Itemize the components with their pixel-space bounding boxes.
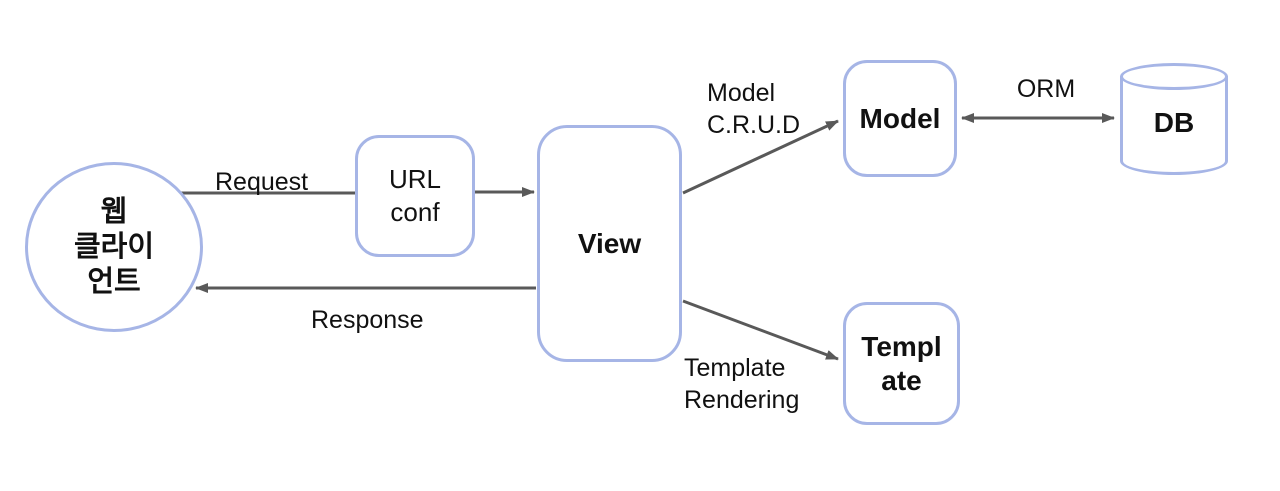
url-conf-label-line: URL bbox=[388, 164, 441, 194]
edge-label-response: Response bbox=[311, 306, 424, 334]
node-url-conf: URL conf bbox=[355, 135, 475, 257]
template-label-line: ate bbox=[881, 364, 922, 396]
edge-label-template-rendering: Template Rendering bbox=[684, 352, 799, 416]
web-client-label-line: 클라이 bbox=[73, 230, 155, 263]
web-client-label-line: 언트 bbox=[87, 265, 141, 298]
model-crud-label-line: C.R.U.D bbox=[707, 111, 801, 139]
url-conf-label-line: conf bbox=[390, 197, 440, 227]
db-cylinder-top bbox=[1120, 63, 1228, 90]
web-client-label-line: 웹 bbox=[100, 195, 128, 228]
node-web-client: 웹 클라이 언트 bbox=[25, 162, 203, 332]
db-cylinder-body bbox=[1120, 76, 1228, 175]
model-label: Model bbox=[859, 102, 941, 134]
view-label: View bbox=[577, 227, 642, 259]
template-rendering-label-line: Rendering bbox=[684, 386, 800, 414]
edge-view-to-model-line bbox=[682, 119, 839, 195]
node-db: DB bbox=[1120, 63, 1228, 175]
template-label-line: Templ bbox=[861, 330, 942, 362]
model-crud-label-line: Model bbox=[707, 79, 776, 107]
edge-view-to-template-line bbox=[682, 299, 839, 361]
edge-label-model-crud: Model C.R.U.D bbox=[707, 77, 800, 141]
node-template: Templ ate bbox=[843, 302, 960, 425]
edge-label-request: Request bbox=[215, 168, 309, 196]
node-view: View bbox=[537, 125, 682, 362]
db-label: DB bbox=[1153, 107, 1195, 138]
template-rendering-label-line: Template bbox=[684, 354, 786, 382]
edge-label-orm: ORM bbox=[1016, 75, 1076, 103]
node-model: Model bbox=[843, 60, 957, 177]
